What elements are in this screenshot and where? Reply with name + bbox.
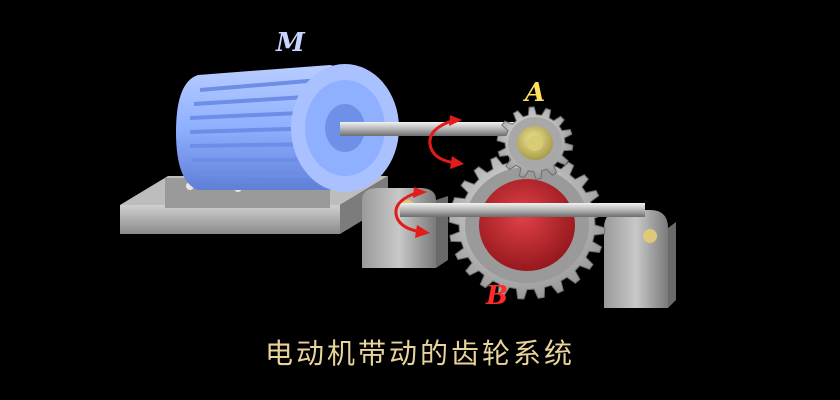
lower-shaft [400,203,645,217]
rotation-arrow-b-icon [394,187,430,238]
gear-b [448,150,606,300]
gear-a [496,106,574,180]
right-bracket [604,210,676,308]
gear-b-label: B [486,281,508,311]
caption: 电动机带动的齿轮系统 [264,337,575,370]
rotation-arrow-a-icon [428,115,464,169]
motor-shaft [340,122,515,136]
gear-a-label: A [525,78,546,108]
motor-label: M [276,28,305,58]
